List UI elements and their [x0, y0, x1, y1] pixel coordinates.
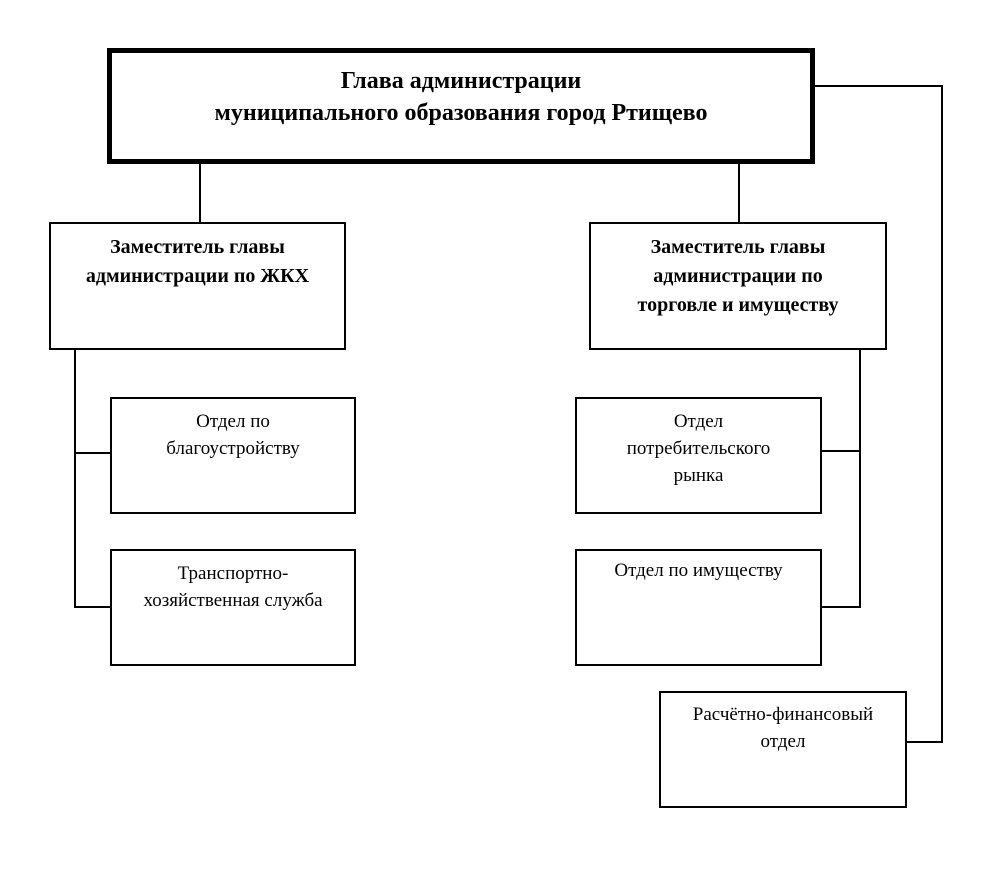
- deputy-trade-property-label: Заместитель главы администрации по торго…: [637, 236, 839, 316]
- consumer-market-department-label: Отдел потребительского рынка: [626, 411, 771, 486]
- deputy-trade-property-box: Заместитель главы администрации по торго…: [589, 222, 887, 350]
- landscaping-department-box: Отдел по благоустройству: [110, 397, 356, 514]
- connector-head-finance: [815, 85, 943, 743]
- finance-department-label: Расчётно-финансовый отдел: [692, 704, 874, 752]
- head-of-administration-box: Глава администрации муниципального образ…: [107, 48, 815, 164]
- property-department-label: Отдел по имуществу: [614, 560, 783, 581]
- property-department-box: Отдел по имуществу: [575, 549, 822, 666]
- landscaping-department-label: Отдел по благоустройству: [166, 411, 300, 459]
- head-of-administration-label: Глава администрации муниципального образ…: [214, 68, 708, 126]
- finance-department-box: Расчётно-финансовый отдел: [659, 691, 907, 808]
- connector-deputy-zhkh-transport: [74, 350, 110, 608]
- consumer-market-department-box: Отдел потребительского рынка: [575, 397, 822, 514]
- deputy-zhkh-box: Заместитель главы администрации по ЖКХ: [49, 222, 346, 350]
- transport-service-box: Транспортно- хозяйственная служба: [110, 549, 356, 666]
- connector-deputy-trade-property: [822, 350, 861, 608]
- deputy-zhkh-label: Заместитель главы администрации по ЖКХ: [85, 236, 310, 287]
- transport-service-label: Транспортно- хозяйственная служба: [143, 563, 323, 611]
